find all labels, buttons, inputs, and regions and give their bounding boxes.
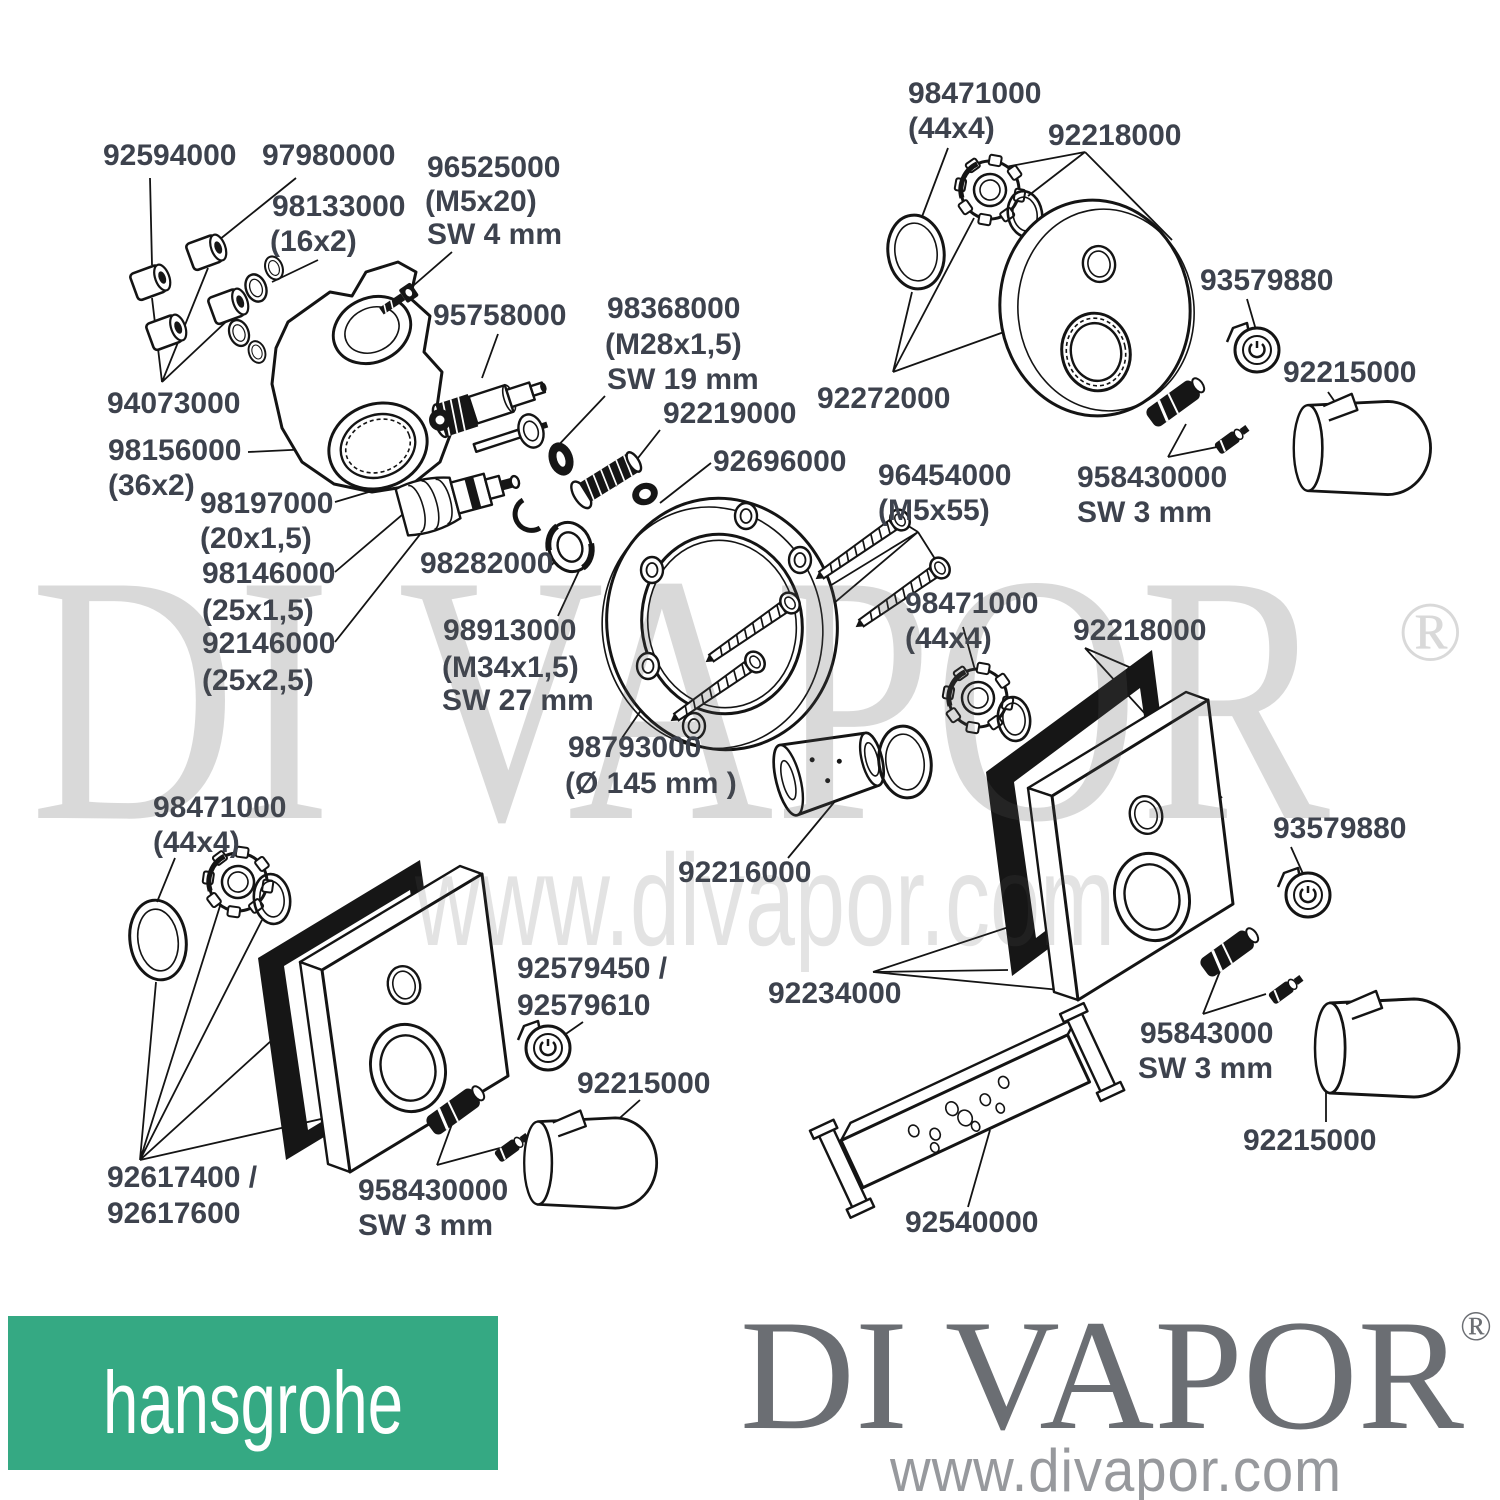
part-label-line: 98156000 (108, 434, 241, 467)
part-label-line: 93579880 (1273, 812, 1406, 845)
part-label-line: 96454000 (878, 459, 1011, 492)
part-label-line: 92617400 / (107, 1161, 258, 1194)
part-label-line: 92594000 (103, 139, 236, 172)
part-tube-92219000 (570, 451, 643, 510)
part-label-line: (36x2) (108, 469, 195, 502)
watermark-url: www.divapor.com (414, 827, 1115, 973)
part-label-line: 95758000 (433, 299, 566, 332)
part-oring-mid (877, 724, 933, 800)
part-label-line: (25x1,5) (202, 594, 314, 627)
part-label-line: (20x1,5) (200, 522, 312, 555)
part-label-line: 92215000 (1243, 1124, 1376, 1157)
part-label-line: (M5x55) (878, 494, 990, 527)
part-nut-92696000 (632, 482, 658, 506)
part-label-line: 98146000 (202, 557, 335, 590)
hansgrohe-logo: hansgrohe (103, 1353, 403, 1452)
part-label-line: 95843000 (1140, 1017, 1273, 1050)
divapor-registered-icon: ® (1460, 1304, 1492, 1350)
part-oring-98471000-top (886, 213, 946, 291)
part-round-plate-92272000 (998, 198, 1195, 418)
part-label-line: 98133000 (272, 190, 405, 223)
watermark-registered-icon: ® (1398, 585, 1463, 679)
footer: hansgrohe DI VAPOR ® www.divapor.com (8, 1288, 1492, 1500)
part-label-line: (44x4) (153, 826, 240, 859)
part-label-line: 92216000 (678, 856, 811, 889)
part-thermo-cartridge-98197000 (394, 472, 521, 537)
part-label-line: 98471000 (153, 791, 286, 824)
part-label-line: (M34x1,5) (442, 651, 579, 684)
part-label-line: 97980000 (262, 139, 395, 172)
part-label-line: (25x2,5) (202, 664, 314, 697)
part-label-line: 92617600 (107, 1197, 240, 1230)
hansgrohe-logo-box (8, 1316, 498, 1470)
part-ring-98282000 (545, 520, 595, 574)
part-label-line: 93579880 (1200, 264, 1333, 297)
part-washers-98368000 (517, 413, 574, 476)
part-label-line: 958430000 (358, 1174, 508, 1207)
part-nut-small (429, 409, 451, 431)
divapor-logo: DI VAPOR (740, 1288, 1465, 1463)
watermark-brand: DI VAPOR (30, 502, 1331, 895)
part-label-line: (44x4) (905, 622, 992, 655)
part-label-line: (44x4) (908, 112, 995, 145)
part-handle-92215000-bottom (522, 1109, 659, 1210)
part-label-line: 92146000 (202, 627, 335, 660)
part-label-line: 92215000 (1283, 356, 1416, 389)
part-label-line: 92272000 (817, 382, 950, 415)
part-screw-96525000 (379, 282, 419, 315)
part-label-line: 98197000 (200, 487, 333, 520)
part-label-line: 92218000 (1073, 614, 1206, 647)
part-label-line: 94073000 (107, 387, 240, 420)
part-label-line: 98793000 (568, 731, 701, 764)
part-rail-92540000 (808, 1001, 1126, 1219)
part-label-line: 98471000 (905, 587, 1038, 620)
divapor-url: www.divapor.com (889, 1437, 1342, 1500)
part-label-line: 98913000 (443, 614, 576, 647)
part-label-line: 92540000 (905, 1206, 1038, 1239)
diagram-art (127, 148, 1461, 1219)
part-label-line: 92579610 (517, 989, 650, 1022)
part-label-line: 98282000 (420, 547, 553, 580)
part-label-line: (M5x20) (425, 185, 537, 218)
part-label-line: 92696000 (713, 445, 846, 478)
part-label-line: 98471000 (908, 77, 1041, 110)
part-labels: 92594000 97980000 98133000 (16x2) 965250… (103, 77, 1416, 1242)
part-square-plate-mid (1026, 690, 1235, 1002)
part-label-line: 92234000 (768, 977, 901, 1010)
part-label-line: SW 19 mm (607, 363, 759, 396)
part-label-line: 92218000 (1048, 119, 1181, 152)
watermark: DI VAPOR ® www.divapor.com (30, 502, 1463, 973)
part-label-line: 92215000 (577, 1067, 710, 1100)
part-label-line: 92219000 (663, 397, 796, 430)
part-label-line: SW 4 mm (427, 218, 562, 251)
part-valve-body-94073000 (270, 260, 454, 494)
part-label-line: 958430000 (1077, 461, 1227, 494)
part-label-line: SW 3 mm (358, 1209, 493, 1242)
part-label-line: 96525000 (427, 151, 560, 184)
part-handle-92215000-top (1292, 392, 1432, 496)
part-label-line: 92579450 / (517, 952, 668, 985)
part-circlip (512, 497, 542, 533)
part-sleeve-92216000 (772, 731, 886, 817)
part-seal-ring-bottom (252, 872, 292, 926)
part-oring-98471000-bottom (128, 898, 188, 982)
part-seal-ring-mid (996, 695, 1032, 743)
part-label-line: SW 27 mm (442, 684, 594, 717)
part-label-line: (M28x1,5) (605, 328, 742, 361)
part-label-line: SW 3 mm (1077, 496, 1212, 529)
part-label-line: (Ø 145 mm ) (565, 767, 737, 800)
part-label-line: (16x2) (270, 225, 357, 258)
part-handle-92215000-mid (1313, 989, 1461, 1099)
part-label-line: 98368000 (607, 292, 740, 325)
part-label-line: SW 3 mm (1138, 1052, 1273, 1085)
